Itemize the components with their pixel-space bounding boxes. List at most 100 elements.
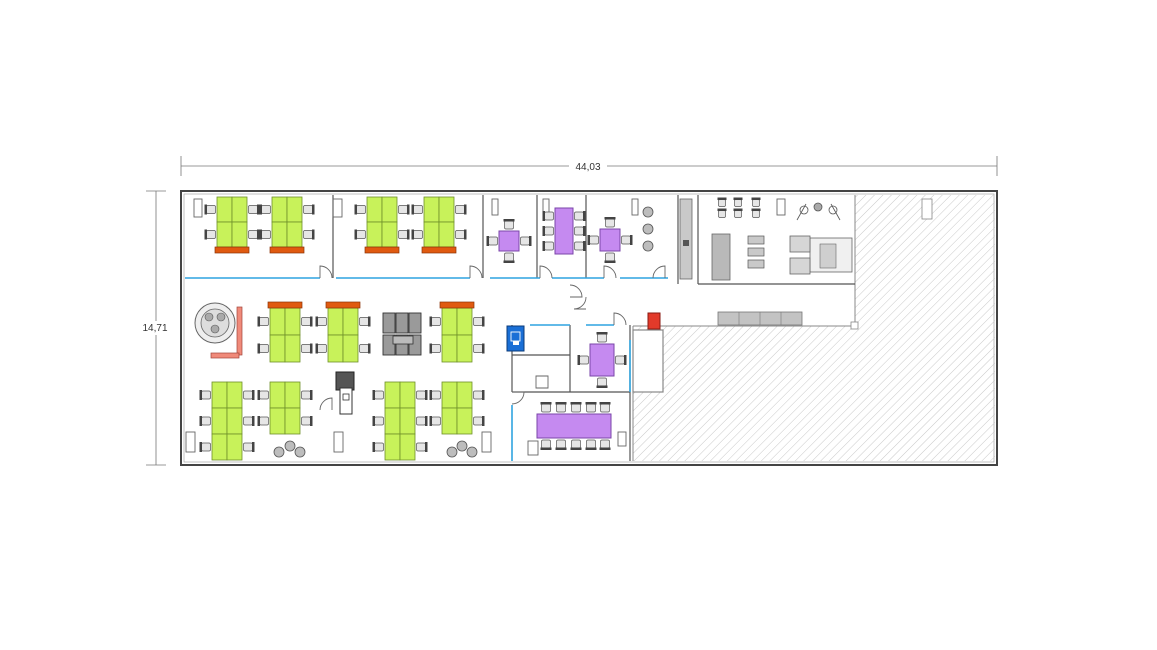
desk <box>456 334 473 363</box>
height-dimension: 14,71 <box>137 190 173 466</box>
kitchen-table <box>747 247 765 257</box>
chair <box>199 416 211 426</box>
chair <box>301 343 313 354</box>
chair <box>486 236 498 246</box>
chair <box>429 316 441 327</box>
chair <box>599 439 611 450</box>
desk <box>226 433 243 461</box>
walls <box>332 195 855 461</box>
lounge-chair <box>294 446 306 458</box>
desk <box>226 407 243 435</box>
desk <box>226 381 243 409</box>
desk <box>269 381 286 409</box>
desk <box>286 196 303 223</box>
desk <box>441 334 458 363</box>
blue-partitions <box>185 277 668 461</box>
chair <box>243 416 255 426</box>
storage-cabinet <box>267 301 303 309</box>
desk <box>271 196 288 223</box>
desk <box>423 221 440 248</box>
kitchen-table <box>747 235 765 245</box>
grey-desk <box>392 335 414 345</box>
chair <box>303 229 315 240</box>
furniture <box>199 196 765 461</box>
desk <box>271 221 288 248</box>
chair <box>717 197 727 207</box>
chair <box>259 204 271 215</box>
chair <box>574 211 586 221</box>
chair <box>301 390 313 400</box>
lounge-chair <box>456 440 468 452</box>
meeting-table <box>554 207 574 255</box>
chair <box>473 416 485 426</box>
chair <box>257 390 269 400</box>
chair <box>204 229 216 240</box>
chair <box>615 355 627 365</box>
lounge-chair <box>446 446 458 458</box>
chair <box>542 226 554 236</box>
desk <box>327 307 344 336</box>
width-dimension-label: 44,03 <box>575 162 600 173</box>
desk <box>366 221 383 248</box>
storage-cabinet <box>269 246 305 254</box>
desk <box>231 221 248 248</box>
chair <box>574 226 586 236</box>
hatched-area <box>632 195 995 461</box>
chair <box>199 390 211 400</box>
desk <box>216 196 233 223</box>
desk <box>441 407 458 435</box>
chair <box>555 402 567 413</box>
chair <box>585 402 597 413</box>
desk <box>366 196 383 223</box>
desk <box>284 407 301 435</box>
chair <box>455 229 467 240</box>
chair <box>354 229 366 240</box>
chair <box>751 208 761 218</box>
chair <box>398 204 410 215</box>
chair <box>416 390 428 400</box>
chair <box>372 442 384 452</box>
chair <box>540 402 552 413</box>
desk <box>441 307 458 336</box>
lounge-chair <box>284 440 296 452</box>
chair <box>604 217 616 228</box>
chair <box>315 343 327 354</box>
chair <box>542 241 554 251</box>
round-meeting-table <box>194 302 243 359</box>
desk <box>286 221 303 248</box>
printer-icon <box>506 325 525 352</box>
desk <box>423 196 440 223</box>
desk <box>327 334 344 363</box>
chair <box>259 229 271 240</box>
meeting-table <box>498 230 520 252</box>
desk <box>284 307 301 336</box>
chair <box>303 204 315 215</box>
desk <box>342 307 359 336</box>
chair <box>604 252 616 263</box>
storage-cabinet <box>439 301 475 309</box>
desk <box>384 407 401 435</box>
chair <box>751 197 761 207</box>
lounge-area <box>679 198 853 326</box>
desk <box>211 407 228 435</box>
chair <box>372 416 384 426</box>
desk <box>269 407 286 435</box>
chair <box>455 204 467 215</box>
desk <box>384 433 401 461</box>
grey-desk <box>408 312 422 334</box>
desk <box>441 381 458 409</box>
grey-desk <box>382 334 396 356</box>
chair <box>574 241 586 251</box>
chair <box>204 204 216 215</box>
desk <box>399 407 416 435</box>
chair <box>248 229 260 240</box>
chair <box>257 316 269 327</box>
chair <box>315 316 327 327</box>
chair <box>585 439 597 450</box>
chair <box>301 316 313 327</box>
chair <box>473 390 485 400</box>
desk <box>284 381 301 409</box>
desk <box>269 334 286 363</box>
desk <box>381 196 398 223</box>
desk <box>456 307 473 336</box>
